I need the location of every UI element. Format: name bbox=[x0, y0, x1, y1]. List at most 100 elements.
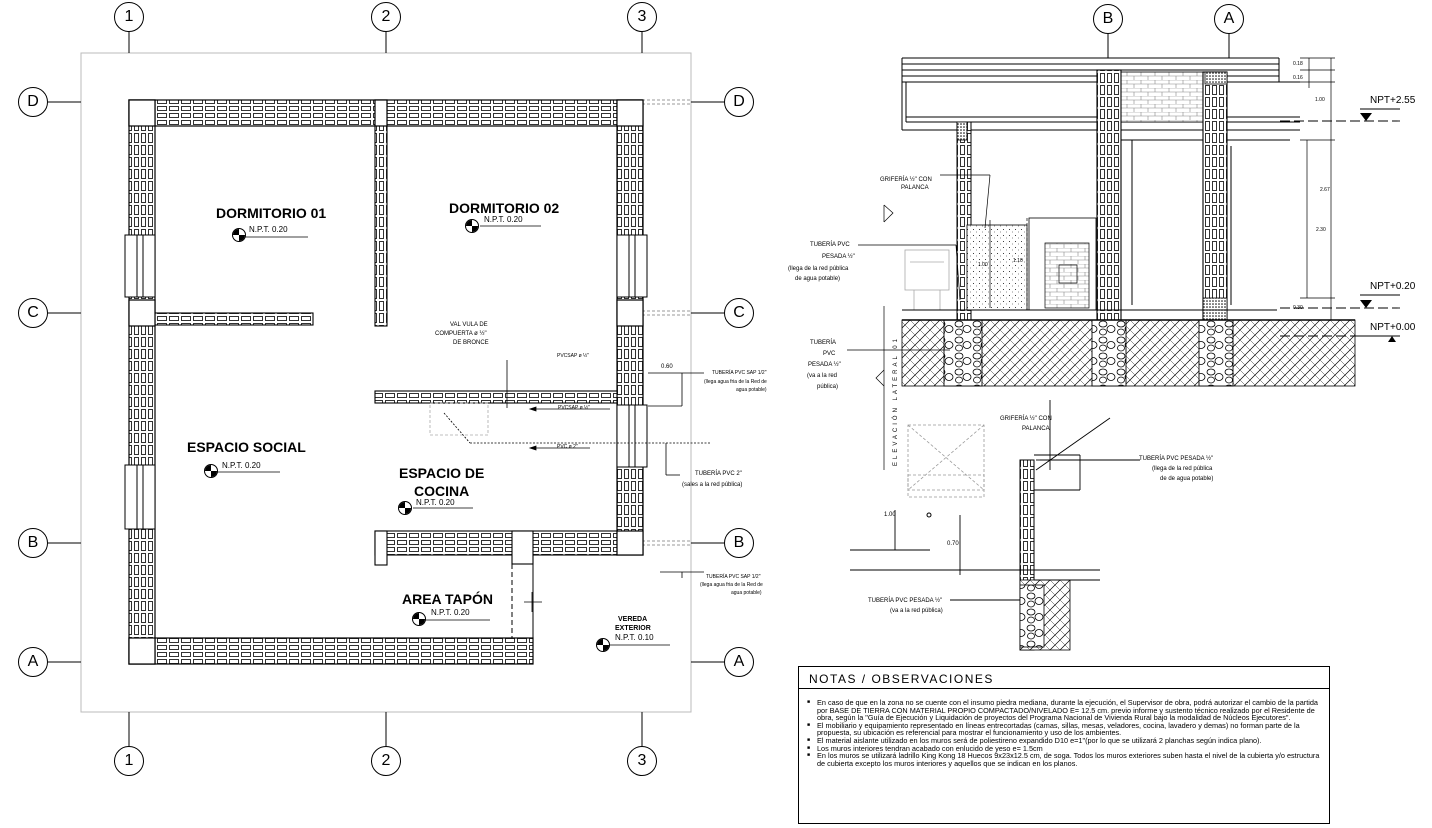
vereda-npt: N.P.T. 0.10 bbox=[615, 633, 654, 642]
dim-110: 1.10 bbox=[1013, 258, 1023, 264]
room-npt-dormitorio-01: N.P.T. 0.20 bbox=[249, 225, 288, 234]
note-item: El mobiliario y equipamiento representad… bbox=[807, 721, 1323, 737]
tuberia-pvc2-1: TUBERÍA PVC 2" bbox=[695, 471, 742, 477]
vereda-line1: VEREDA bbox=[618, 616, 648, 623]
wall-left bbox=[128, 99, 156, 665]
grid-bubble-3-top: 3 bbox=[627, 2, 657, 32]
tuberia-sap-top-1: TUBERÍA PVC SAP 1/2" bbox=[712, 370, 767, 376]
wall-dorm1-social bbox=[154, 312, 314, 326]
grid-bubble-c-right: C bbox=[724, 298, 754, 328]
room-npt-area-tapon: N.P.T. 0.20 bbox=[431, 608, 470, 617]
wall-cocina-top bbox=[374, 390, 618, 404]
dim-100: 1.00 bbox=[1315, 97, 1325, 103]
grid-dashed bbox=[642, 99, 691, 546]
detail-tuberia-right-1: TUBERÍA PVC PESADA ½" bbox=[1139, 456, 1214, 462]
level-marker-icon bbox=[412, 612, 426, 626]
tuberia-va-4: (va a la red bbox=[807, 373, 838, 379]
room-name-area-tapon: AREA TAPÓN bbox=[402, 591, 493, 607]
valvula-line1: VAL VULA DE bbox=[450, 322, 488, 328]
pvc2-label: PVC ø 2" bbox=[557, 444, 578, 450]
valvula-line3: DE BRONCE bbox=[453, 340, 489, 346]
grid-bubble-b-right: B bbox=[724, 528, 754, 558]
leaders bbox=[217, 225, 670, 646]
elevation-lateral-label: ELEVACIÓN LATERAL 01 bbox=[893, 336, 899, 466]
detail-griferia-2: PALANCA bbox=[1022, 426, 1050, 432]
valvula-line2: COMPUERTA ø ½" bbox=[435, 331, 487, 337]
note-item: En caso de que en la zona no se cuente c… bbox=[807, 699, 1323, 722]
grid-bubble-a-left: A bbox=[18, 647, 48, 677]
grid-bubble-a-elevation: A bbox=[1214, 4, 1244, 34]
detail-dim-070: 0.70 bbox=[947, 541, 959, 547]
npt-020: NPT+0.20 bbox=[1370, 281, 1416, 292]
grid-bubble-1-top: 1 bbox=[114, 2, 144, 32]
notes-panel: NOTAS / OBSERVACIONES En caso de que en … bbox=[798, 666, 1330, 824]
grid-bubble-2-bottom: 2 bbox=[371, 746, 401, 776]
dim-018: 0.18 bbox=[1293, 61, 1303, 67]
tuberia-pesada-top-1: TUBERÍA PVC bbox=[810, 242, 850, 248]
detail-tuberia-bottom-1: TUBERÍA PVC PESADA ½" bbox=[868, 598, 943, 604]
tuberia-sap-top-3: agua potable) bbox=[736, 387, 767, 393]
windows bbox=[124, 234, 648, 530]
room-name-dormitorio-02: DORMITORIO 02 bbox=[449, 200, 560, 216]
floor-plan bbox=[48, 31, 724, 746]
dim-030: 0.30 bbox=[1293, 305, 1303, 311]
note-item: El material aislante utilizado en los mu… bbox=[807, 737, 1323, 745]
level-marker-icon bbox=[204, 464, 218, 478]
npt-000: NPT+0.00 bbox=[1370, 322, 1416, 333]
tuberia-va-3: PESADA ½" bbox=[808, 362, 841, 368]
grid-bubble-1-bottom: 1 bbox=[114, 746, 144, 776]
dim-016: 0.16 bbox=[1293, 75, 1303, 81]
wall-bottom bbox=[128, 637, 534, 665]
wall-right bbox=[616, 99, 644, 556]
plumbing bbox=[429, 360, 710, 612]
dim-100b: 1.00 bbox=[978, 262, 988, 268]
tuberia-sap-top-2: (llega agua fria de la Red de bbox=[704, 379, 767, 385]
dim-267: 2.67 bbox=[1320, 187, 1330, 193]
tuberia-pesada-top-4: de agua potable) bbox=[795, 276, 841, 282]
detail-tuberia-right-3: de de agua potable) bbox=[1160, 476, 1214, 482]
detail-dim-100: 1.00 bbox=[884, 512, 896, 518]
columns bbox=[128, 99, 644, 665]
detail-tuberia-bottom-2: (va a la red pública) bbox=[890, 608, 943, 614]
tuberia-va-5: pública) bbox=[817, 384, 839, 390]
dim-230: 2.30 bbox=[1316, 227, 1326, 233]
wall-cocina-bottom bbox=[374, 530, 618, 556]
grid-bubble-d-right: D bbox=[724, 87, 754, 117]
tuberia-sap-bottom-1: TUBERÍA PVC SAP 1/2" bbox=[706, 574, 761, 580]
griferia-top-1: GRIFERÍA ½" CON bbox=[880, 177, 932, 183]
grid-bubble-b-left: B bbox=[18, 528, 48, 558]
room-npt-dormitorio-02: N.P.T. 0.20 bbox=[484, 215, 523, 224]
room-npt-espacio-social: N.P.T. 0.20 bbox=[222, 461, 261, 470]
tuberia-sap-bottom-3: agua potable) bbox=[731, 590, 762, 596]
notes-title: NOTAS / OBSERVACIONES bbox=[809, 672, 994, 686]
tuberia-sap-bottom-2: (llega agua fria de la Red de bbox=[700, 582, 763, 588]
vereda-line2: EXTERIOR bbox=[615, 625, 651, 632]
grid-bubble-3-bottom: 3 bbox=[627, 746, 657, 776]
dim-060: 0.60 bbox=[661, 364, 673, 370]
note-item: Los muros interiores tendran acabado con… bbox=[807, 744, 1323, 753]
room-name-espacio-social: ESPACIO SOCIAL bbox=[187, 439, 306, 455]
detail-tuberia-right-2: (llega de la red pública bbox=[1152, 466, 1213, 472]
pvcsap-label-2: PVCSAP ø ½" bbox=[558, 405, 590, 411]
tuberia-pesada-top-2: PESADA ½" bbox=[822, 254, 855, 260]
pvcsap-label-1: PVCSAP ø ½" bbox=[557, 353, 589, 359]
notes-body: En caso de que en la zona no se cuente c… bbox=[807, 699, 1323, 767]
tuberia-va-2: PVC bbox=[823, 351, 836, 357]
grid-bubble-b-elevation: B bbox=[1093, 4, 1123, 34]
grid-bubble-d-left: D bbox=[18, 87, 48, 117]
level-marker-icon bbox=[232, 228, 246, 242]
tuberia-pvc2-2: (sales a la red pública) bbox=[682, 482, 743, 488]
grid-bubble-a-right: A bbox=[724, 647, 754, 677]
level-marker-icon bbox=[596, 638, 610, 652]
elevation bbox=[847, 33, 1400, 470]
detail-griferia-1: GRIFERÍA ½" CON bbox=[1000, 416, 1052, 422]
room-name-cocina-line1: ESPACIO DE bbox=[399, 465, 485, 481]
grid-bubble-c-left: C bbox=[18, 298, 48, 328]
grid-bubble-2-top: 2 bbox=[371, 2, 401, 32]
grid-lines bbox=[48, 31, 724, 746]
room-npt-cocina: N.P.T. 0.20 bbox=[416, 498, 455, 507]
note-item: En los muros se utilizará ladrillo King … bbox=[807, 752, 1323, 767]
detail-section bbox=[850, 400, 1140, 651]
level-marker-icon bbox=[398, 501, 412, 515]
